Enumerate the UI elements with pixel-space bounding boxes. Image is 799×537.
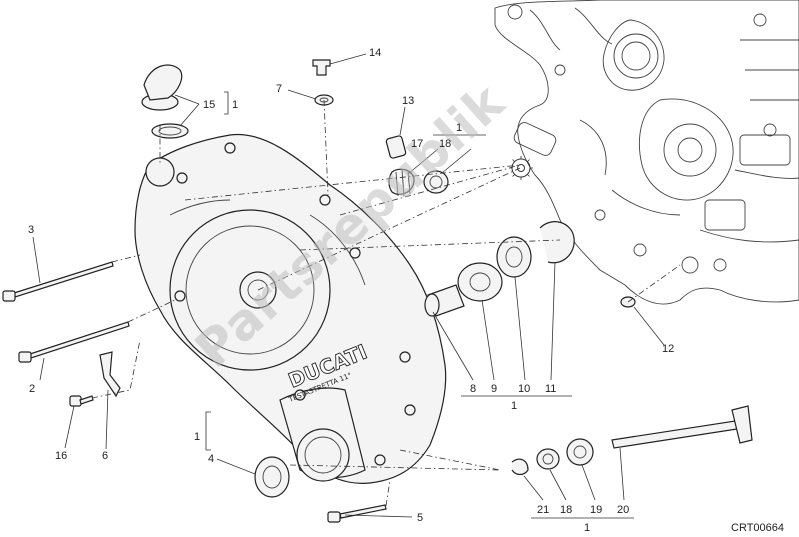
oil-filler-cap bbox=[141, 64, 189, 139]
callout-1-left: 1 bbox=[194, 431, 200, 443]
pin-spring-bearing bbox=[385, 135, 449, 197]
callout-13: 13 bbox=[402, 95, 414, 107]
leader-lines bbox=[32, 53, 665, 519]
callout-19: 19 bbox=[590, 504, 602, 516]
callout-3: 3 bbox=[28, 224, 34, 236]
crankcase-drawing bbox=[494, 0, 799, 305]
callout-18-top: 18 bbox=[439, 138, 451, 150]
assembly-lines bbox=[91, 99, 681, 507]
callout-15-group-1: 1 bbox=[232, 99, 238, 111]
callout-17: 17 bbox=[411, 138, 423, 150]
callout-6: 6 bbox=[102, 450, 108, 462]
callout-1-bracket: 1 bbox=[456, 122, 462, 134]
clutch-cover: DUCATI TESTASTRETTA 11° bbox=[134, 133, 447, 484]
callout-8: 8 bbox=[470, 383, 476, 395]
callout-5: 5 bbox=[417, 512, 423, 524]
callout-1-mid: 1 bbox=[511, 400, 517, 412]
callout-14: 14 bbox=[369, 47, 381, 59]
callout-2: 2 bbox=[29, 383, 35, 395]
gear-icon bbox=[509, 156, 533, 180]
callout-20: 20 bbox=[617, 504, 629, 516]
seal-and-bolt bbox=[254, 456, 387, 523]
callout-21: 21 bbox=[537, 504, 549, 516]
callout-1-bottom: 1 bbox=[584, 522, 590, 534]
callout-9: 9 bbox=[491, 383, 497, 395]
callout-15: 15 bbox=[203, 99, 215, 111]
callout-10: 10 bbox=[518, 383, 530, 395]
callout-7: 7 bbox=[276, 83, 282, 95]
callout-4: 4 bbox=[208, 453, 214, 465]
callout-16: 16 bbox=[55, 450, 67, 462]
bearing-stack bbox=[424, 221, 575, 317]
drawing-code: CRT00664 bbox=[731, 522, 784, 534]
callout-12: 12 bbox=[662, 343, 674, 355]
callout-labels: 15 1 7 14 13 1 17 18 3 2 16 6 1 4 5 8 9 … bbox=[28, 47, 674, 534]
small-bolt-and-clip bbox=[69, 351, 121, 407]
plug-and-washer bbox=[312, 59, 334, 106]
callout-11: 11 bbox=[545, 383, 556, 395]
pushrod-assembly bbox=[511, 405, 753, 476]
long-bolts bbox=[2, 261, 130, 363]
callout-18-bottom: 18 bbox=[560, 504, 572, 516]
